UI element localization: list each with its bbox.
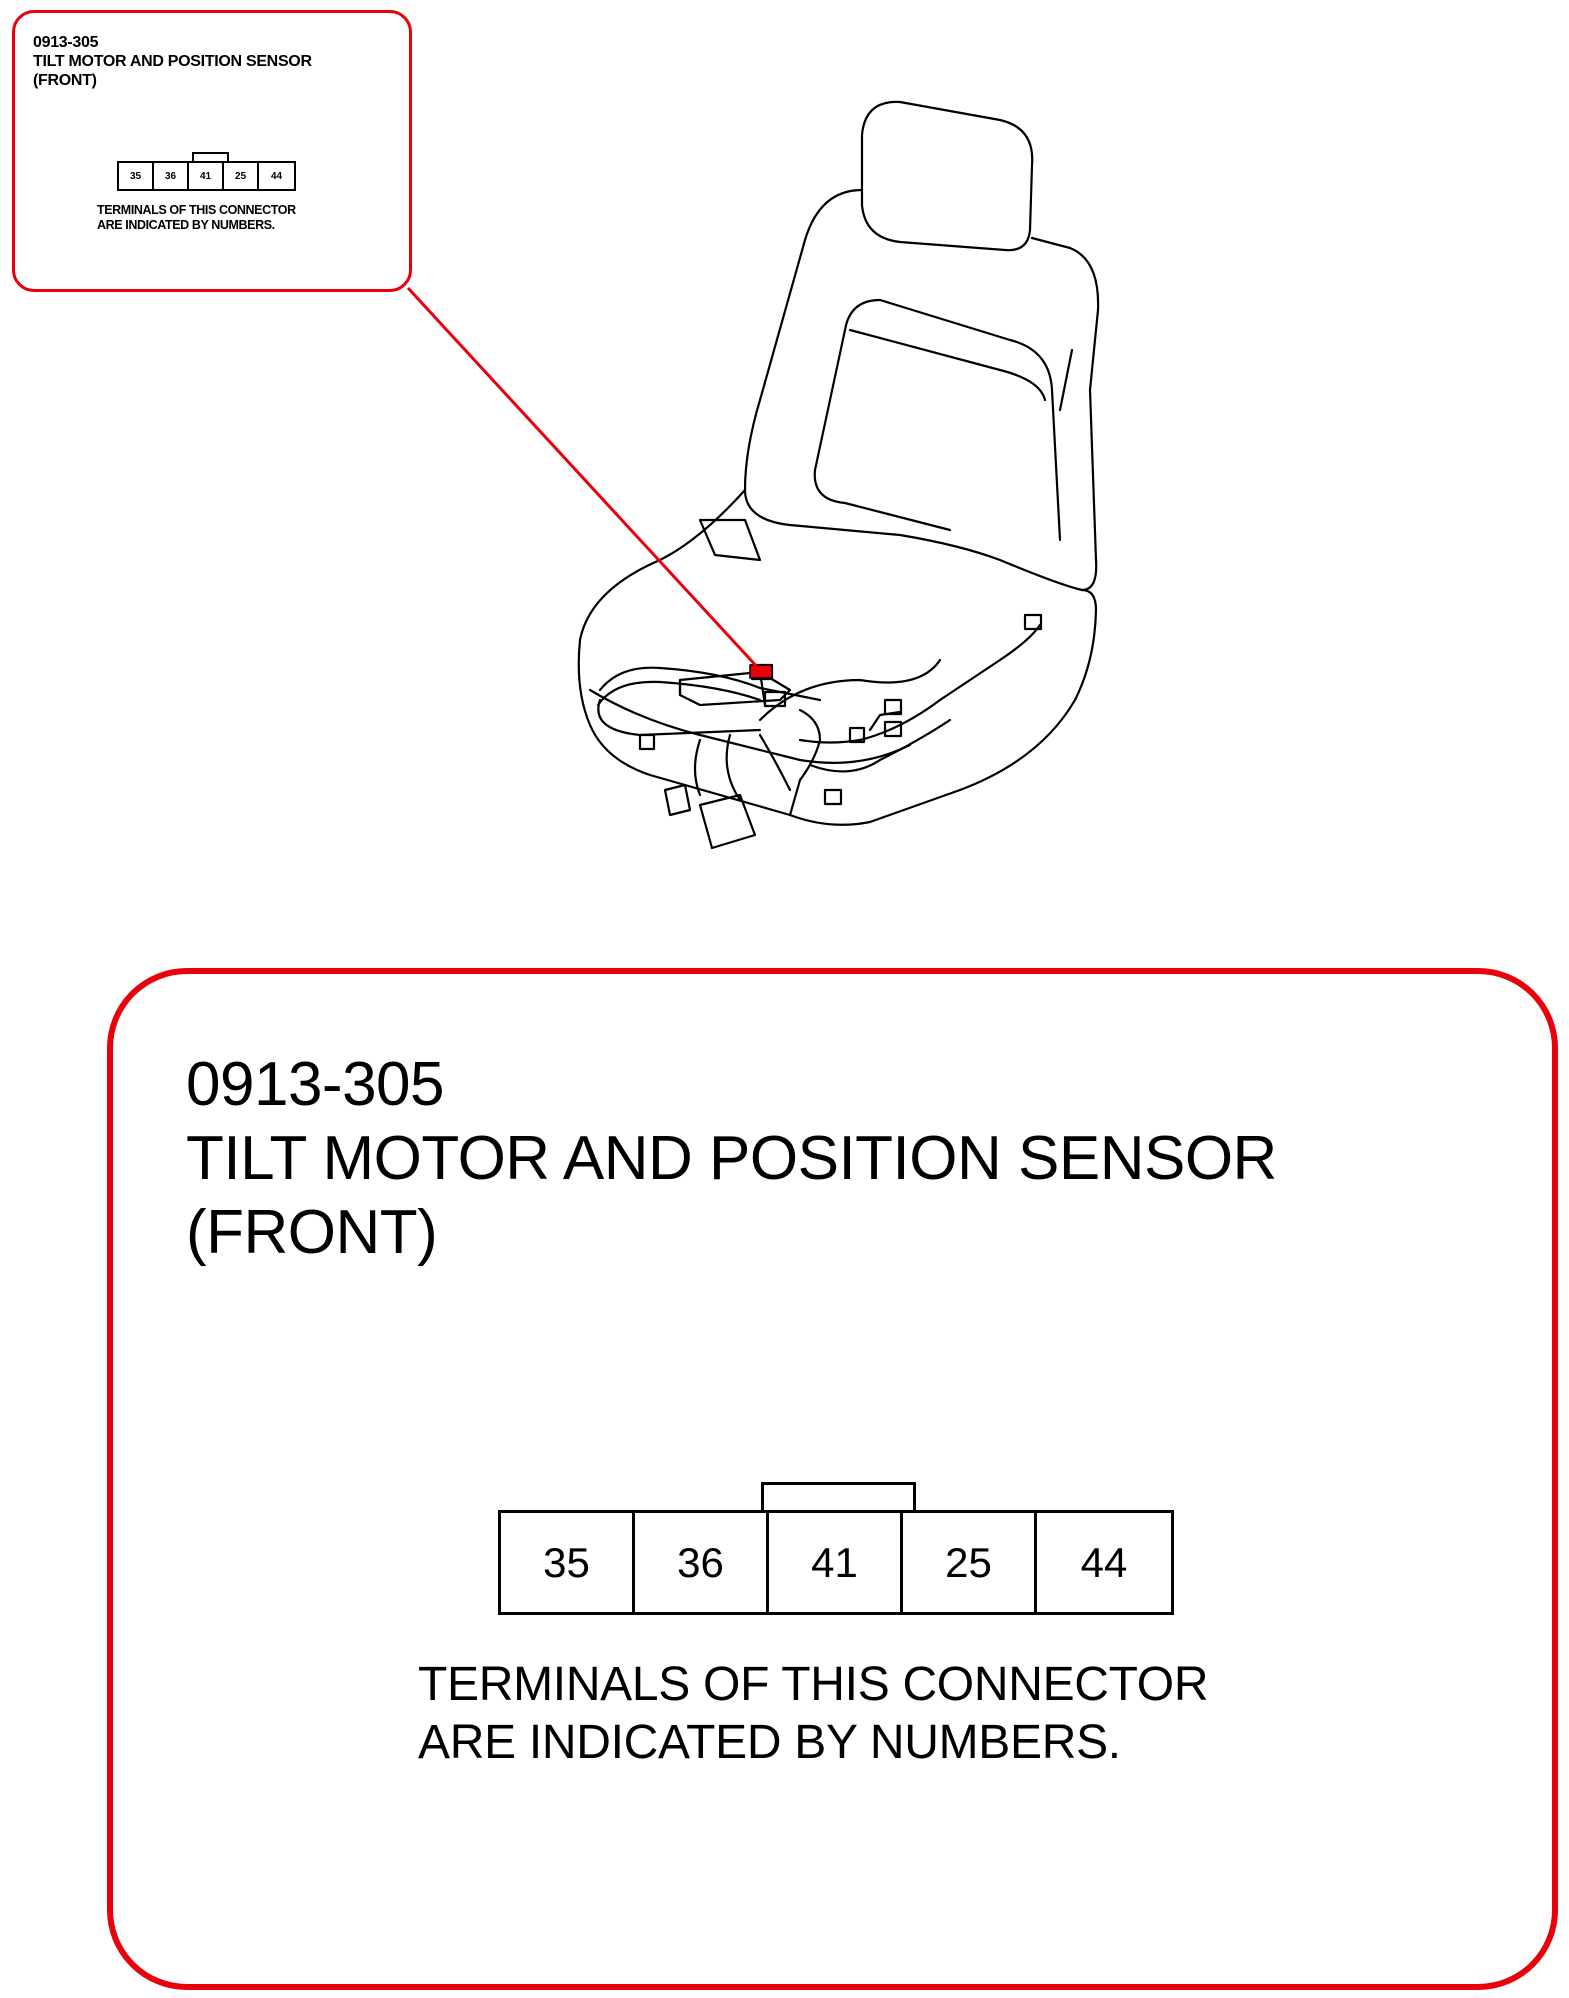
connector-code: 0913-305 [33, 34, 99, 51]
large-callout-title: 0913-305 TILT MOTOR AND POSITION SENSOR … [186, 1048, 1277, 1270]
small-connector-callout: 0913-305 TILT MOTOR AND POSITION SENSOR … [12, 10, 412, 292]
note-line2: ARE INDICATED BY NUMBERS. [97, 218, 275, 232]
seat-illustration [406, 100, 1100, 850]
small-terminal-note: TERMINALS OF THIS CONNECTOR ARE INDICATE… [97, 203, 296, 233]
small-connector-face: 35 36 41 25 44 [117, 152, 296, 191]
large-connector-face: 35 36 41 25 44 [498, 1482, 1174, 1615]
terminal-cell: 41 [189, 163, 224, 189]
terminal-cell: 35 [119, 163, 154, 189]
connector-name-line1: TILT MOTOR AND POSITION SENSOR [186, 1124, 1277, 1193]
terminal-cell: 25 [903, 1513, 1037, 1612]
connector-lock-tab [761, 1482, 916, 1513]
connector-code: 0913-305 [186, 1050, 445, 1119]
connector-name-line1: TILT MOTOR AND POSITION SENSOR [33, 53, 312, 70]
terminal-cell: 36 [154, 163, 189, 189]
note-line2: ARE INDICATED BY NUMBERS. [418, 1716, 1121, 1769]
note-line1: TERMINALS OF THIS CONNECTOR [97, 203, 296, 217]
terminal-cell: 44 [270, 170, 283, 182]
terminal-cell: 35 [501, 1513, 635, 1612]
large-terminal-note: TERMINALS OF THIS CONNECTOR ARE INDICATE… [418, 1656, 1209, 1772]
connector-location-marker [749, 664, 773, 679]
callout-leader-line [406, 286, 762, 672]
terminal-cell: 36 [635, 1513, 769, 1612]
terminal-cell: 41 [769, 1513, 903, 1612]
connector-name-line2: (FRONT) [186, 1198, 438, 1267]
terminal-row: 35 36 41 25 44 [498, 1510, 1174, 1615]
terminal-row: 35 36 41 25 44 [117, 161, 296, 191]
connector-lock-tab [192, 152, 229, 161]
terminal-cell: 44 [1080, 1538, 1128, 1586]
small-callout-title: 0913-305 TILT MOTOR AND POSITION SENSOR … [33, 33, 312, 90]
connector-name-line2: (FRONT) [33, 72, 97, 89]
note-line1: TERMINALS OF THIS CONNECTOR [418, 1658, 1209, 1711]
large-connector-callout: 0913-305 TILT MOTOR AND POSITION SENSOR … [107, 968, 1558, 1990]
terminal-cell: 25 [224, 163, 259, 189]
